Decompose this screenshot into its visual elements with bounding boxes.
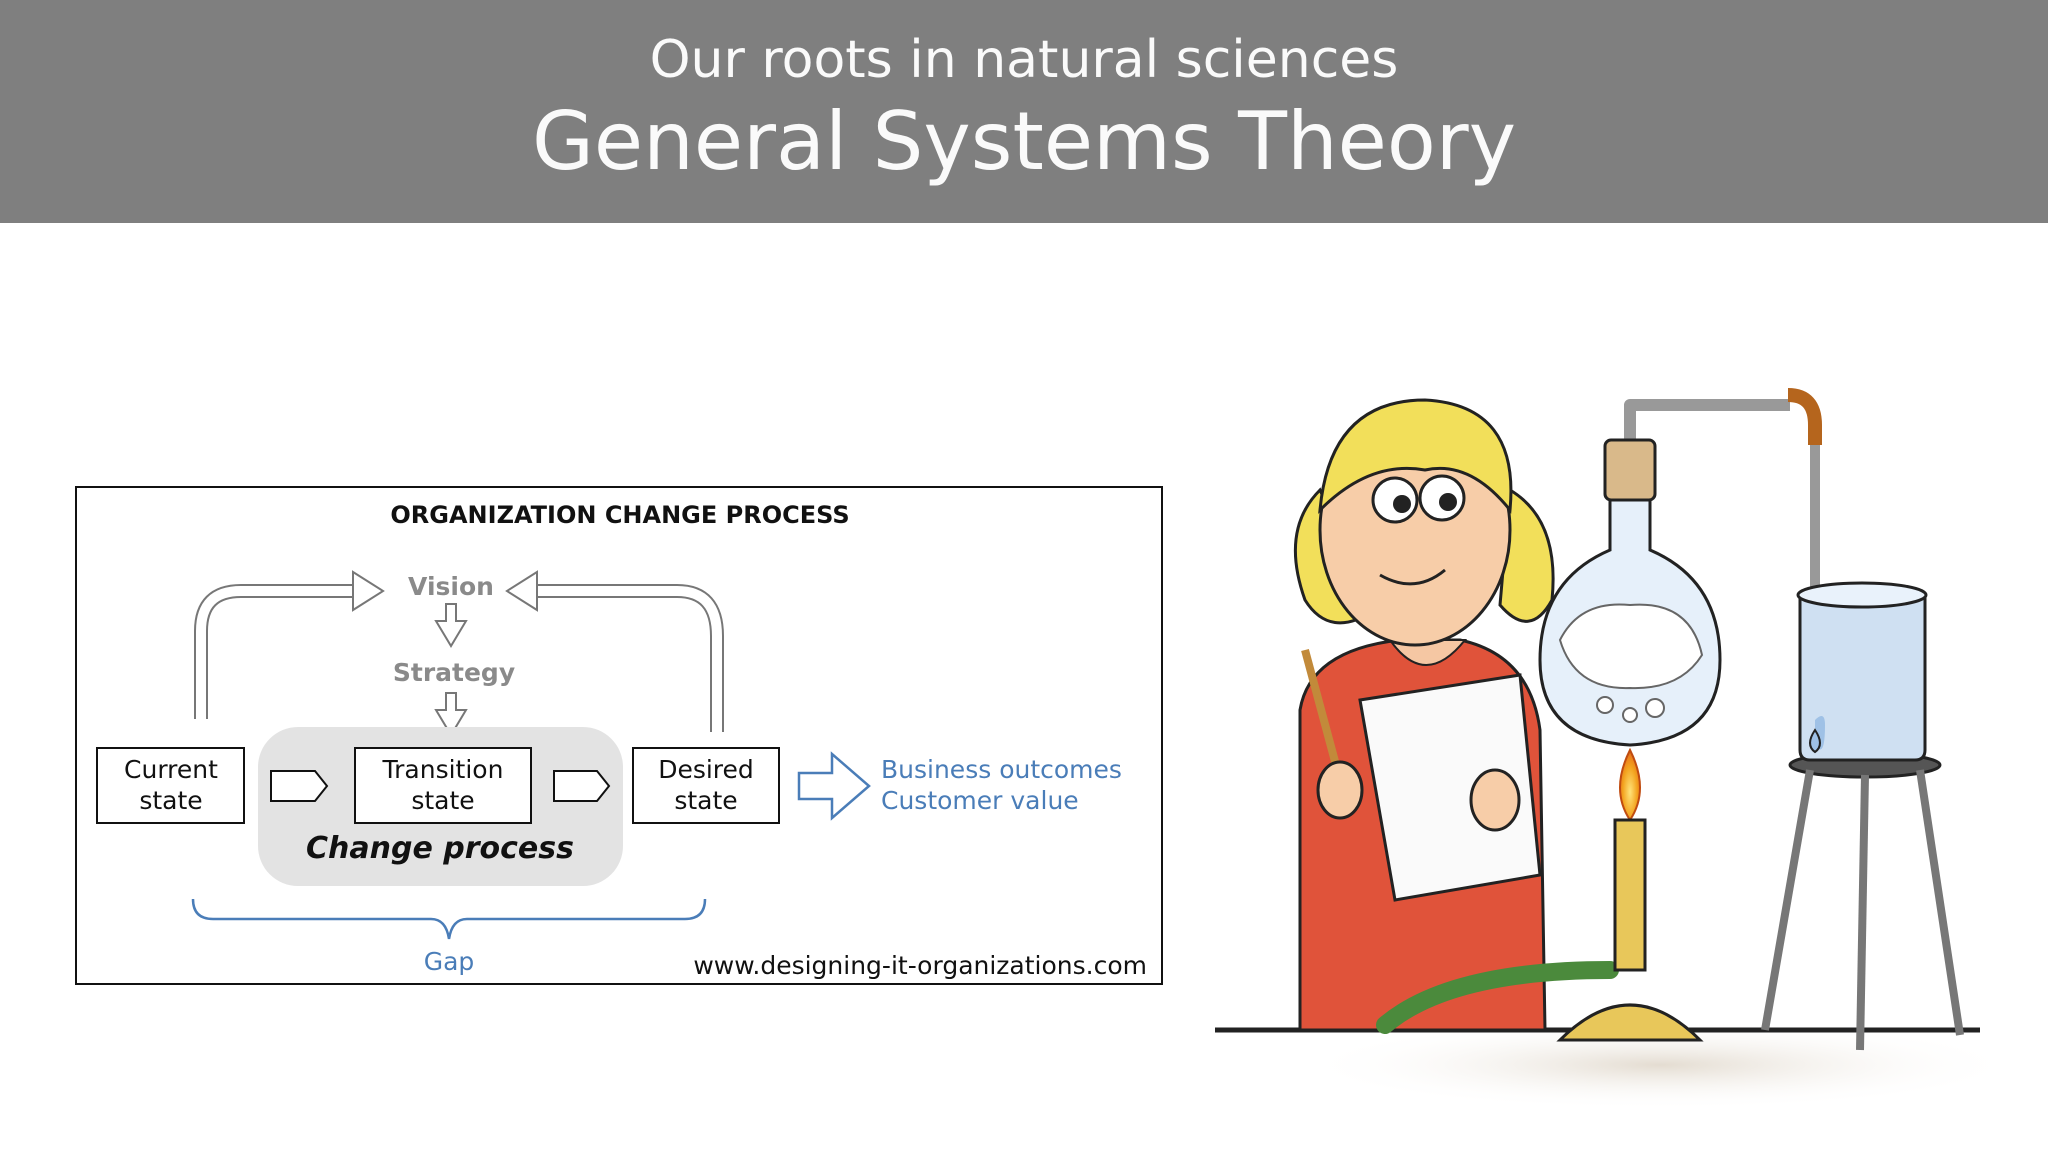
desired-state-box <box>632 747 780 824</box>
transition-state-box <box>354 747 532 824</box>
gap-brace <box>191 898 707 940</box>
slide-title: General Systems Theory <box>531 95 1517 188</box>
gas-hose <box>1376 961 1619 1034</box>
outcome-line2: Customer value <box>881 786 1079 815</box>
current-state-line1: Current <box>124 755 218 784</box>
transition-to-desired-chevron <box>553 770 611 802</box>
burner-flame <box>1619 747 1641 822</box>
strategy-label: Strategy <box>393 658 515 687</box>
current-state-box <box>96 747 245 824</box>
tripod-leg-right <box>1916 769 1964 1036</box>
rubber-connector <box>1787 388 1822 445</box>
strategy-to-process-arrow <box>434 692 468 737</box>
table-shadow <box>1300 1020 1990 1110</box>
tripod-leg-left <box>1761 769 1814 1031</box>
gap-label: Gap <box>424 947 475 976</box>
tripod-leg-middle <box>1856 774 1869 1051</box>
water-drop <box>1809 728 1821 754</box>
vision-label: Vision <box>408 572 494 601</box>
vision-to-strategy-arrow <box>434 603 468 648</box>
burner-base <box>1556 1003 1704 1042</box>
scientist-illustration <box>1215 388 1990 1110</box>
girl-smile <box>1379 568 1446 586</box>
current-state-line2: state <box>139 786 202 815</box>
diagram-frame <box>75 486 1163 985</box>
desired-state-line2: state <box>674 786 737 815</box>
diagram-title: ORGANIZATION CHANGE PROCESS <box>390 501 849 529</box>
flask-stopper <box>1603 438 1657 502</box>
glass-tube <box>1624 399 1790 450</box>
transition-state-line2: state <box>411 786 474 815</box>
outcome-line1: Business outcomes <box>881 755 1122 784</box>
outcome-arrow <box>797 751 871 821</box>
desired-state-line1: Desired <box>658 755 754 784</box>
organization-change-process-diagram: ORGANIZATION CHANGE PROCESS Vision Strat… <box>75 486 1163 985</box>
slide-header: Our roots in natural sciences General Sy… <box>0 0 2048 223</box>
flask-contents <box>1558 603 1704 690</box>
current-to-transition-chevron <box>270 770 329 802</box>
paper-sheet <box>1358 673 1542 902</box>
source-url: www.designing-it-organizations.com <box>693 951 1147 980</box>
girl-hair <box>1318 398 1513 514</box>
change-process-label: Change process <box>306 831 574 866</box>
burner-tube <box>1613 818 1647 972</box>
beaker <box>1798 595 1927 762</box>
pencil <box>1301 648 1344 782</box>
slide-subtitle: Our roots in natural sciences <box>649 30 1399 90</box>
transition-state-line1: Transition <box>382 755 504 784</box>
